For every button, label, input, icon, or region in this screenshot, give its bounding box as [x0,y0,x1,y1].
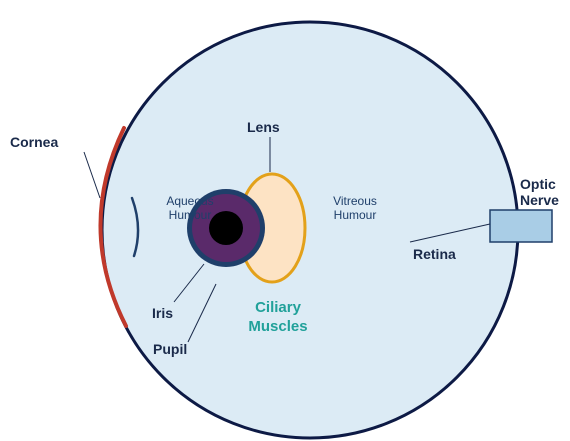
label-optic-line2: Nerve [520,192,559,208]
label-ciliary-muscles: Ciliary Muscles [236,298,320,336]
label-aqueous-line1: Aqueous [158,194,222,208]
label-lens: Lens [247,119,280,135]
label-aqueous-humour: Aqueous Humour [158,194,222,222]
label-ciliary-line1: Ciliary [236,298,320,317]
label-aqueous-line2: Humour [158,208,222,222]
eyeball [102,22,518,438]
label-optic-nerve: Optic Nerve [520,176,559,208]
label-optic-line1: Optic [520,176,559,192]
label-ciliary-line2: Muscles [236,317,320,336]
label-vitreous-line2: Humour [323,208,387,222]
label-cornea: Cornea [10,134,58,150]
label-vitreous-line1: Vitreous [323,194,387,208]
label-vitreous-humour: Vitreous Humour [323,194,387,222]
optic-nerve [490,210,552,242]
cornea-leader [84,152,100,198]
label-pupil: Pupil [153,341,187,357]
label-iris: Iris [152,305,173,321]
label-retina: Retina [413,246,456,262]
